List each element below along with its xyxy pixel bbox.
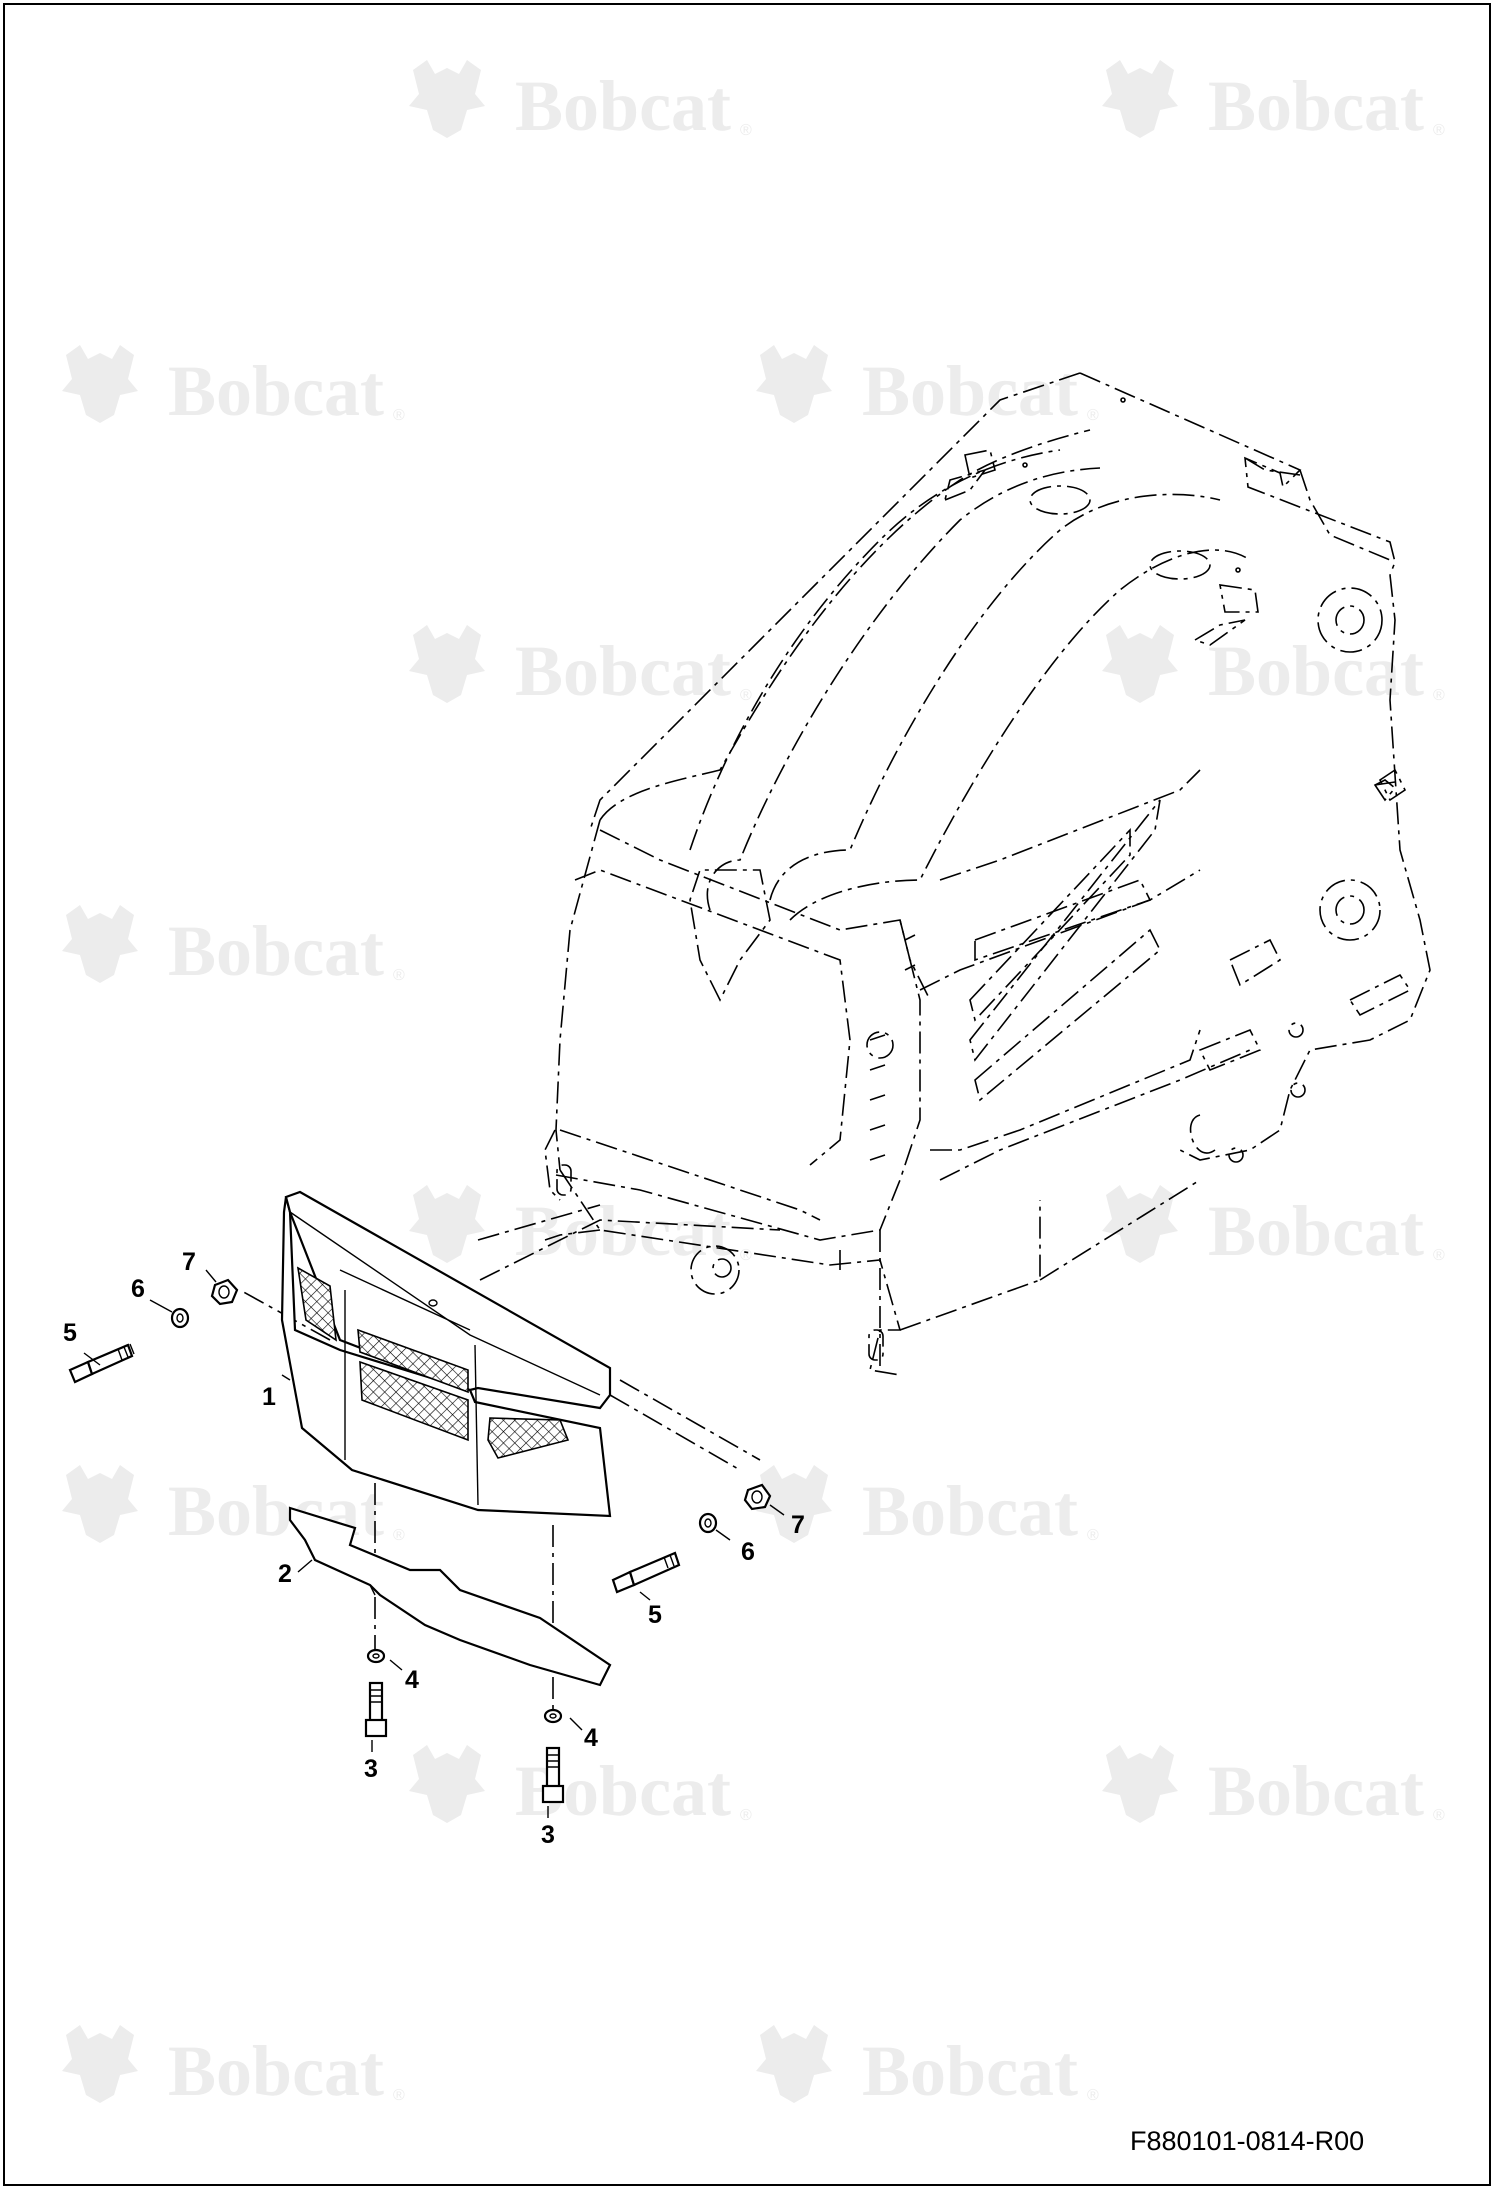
watermark-brand-text: Bobcat [862, 2031, 1078, 2111]
watermark-layer: Bobcat ® Bobcat ® Bobcat ® Bobcat ® Bobcat ® Bobca… [62, 60, 1445, 2111]
bobcat-watermark: Bobcat® [409, 1745, 752, 1831]
bobcat-logo-icon [62, 1465, 138, 1543]
bobcat-watermark: Bobcat ® [756, 2025, 1099, 2111]
bobcat-watermark: Bobcat ® [409, 625, 752, 711]
watermark-brand-text: Bobcat [1208, 631, 1424, 711]
hardware-bolt-5-left [68, 1343, 135, 1384]
watermark-registered-mark: ® [393, 967, 405, 984]
watermark-registered-mark: ® [740, 122, 752, 139]
watermark-registered-mark: ® [740, 1247, 752, 1264]
hardware-nut-7-left [210, 1278, 239, 1306]
callout-4-right: 4 [584, 1724, 598, 1752]
bobcat-logo-icon [1102, 625, 1178, 703]
watermark-brand-text: Bobcat [168, 911, 384, 991]
watermark-brand-text: Bobcat [1208, 1751, 1424, 1831]
bobcat-watermark: Bobcat ® [1102, 1185, 1445, 1271]
callout-7-right: 7 [791, 1511, 805, 1539]
watermark-registered-mark: ® [1087, 407, 1099, 424]
watermark-brand-text: Bobcat [168, 351, 384, 431]
part-2-skid-plate [288, 1506, 612, 1687]
bobcat-watermark: Bobcat ® [756, 345, 1099, 431]
bobcat-logo-icon [1102, 1745, 1178, 1823]
hardware-washer-6-left [170, 1307, 190, 1329]
callout-7-left: 7 [182, 1248, 196, 1276]
bobcat-watermark: Bobcat ® [409, 1185, 752, 1271]
leader-lines [83, 1269, 785, 1818]
bobcat-logo-icon [62, 905, 138, 983]
bobcat-logo-icon [1102, 1185, 1178, 1263]
callout-1: 1 [262, 1383, 276, 1411]
watermark-registered-mark: ® [393, 1527, 405, 1544]
callout-5-left: 5 [63, 1319, 77, 1347]
callout-6-right: 6 [741, 1538, 755, 1566]
bobcat-watermark: Bobcat ® [1102, 1745, 1445, 1831]
bobcat-logo-icon [409, 1745, 485, 1823]
watermark-registered-mark: ® [393, 2087, 405, 2104]
bobcat-watermark: Bobcat ® [409, 60, 752, 146]
hardware-washer-4-right [543, 1708, 563, 1724]
bobcat-logo-icon [756, 2025, 832, 2103]
bobcat-logo-icon [409, 1185, 485, 1263]
callout-3-left: 3 [364, 1755, 378, 1783]
callout-6-left: 6 [131, 1275, 145, 1303]
bobcat-watermark: Bobcat ® [1102, 625, 1445, 711]
watermark-brand-text: Bobcat [862, 1471, 1078, 1551]
assembly-centerlines [239, 1204, 781, 1710]
bobcat-logo-icon [62, 2025, 138, 2103]
watermark-registered-mark: ® [1433, 687, 1445, 704]
bobcat-watermark: Bobcat ® [1102, 60, 1445, 146]
hardware-bolt-5-right [611, 1551, 681, 1594]
watermark-brand-text: Bobcat [515, 1191, 731, 1271]
watermark-registered-mark: ® [1433, 1247, 1445, 1264]
hardware-nut-7-right [743, 1483, 772, 1511]
drawing-frame [3, 3, 1491, 2186]
callout-4-left: 4 [405, 1666, 419, 1694]
hardware-screw-3-right [541, 1746, 565, 1804]
part-1-front-grille [280, 1190, 612, 1518]
watermark-registered-mark: ® [1433, 122, 1445, 139]
figure-id: F880101-0814-R00 [1130, 2126, 1364, 2156]
bobcat-watermark: Bobcat ® [62, 905, 405, 991]
bobcat-logo-icon [409, 60, 485, 138]
watermark-registered-mark: ® [393, 407, 405, 424]
watermark-brand-text: Bobcat [1208, 1191, 1424, 1271]
bobcat-watermark: Bobcat ® [756, 1465, 1099, 1551]
bobcat-logo-icon [62, 345, 138, 423]
hardware-washer-4-left [366, 1648, 386, 1664]
callout-3-right: 3 [541, 1821, 555, 1849]
callout-2: 2 [278, 1560, 292, 1588]
watermark-registered-mark: ® [1087, 2087, 1099, 2104]
watermark-registered-mark: ® [1433, 1807, 1445, 1824]
watermark-brand-text: Bobcat [515, 66, 731, 146]
watermark-brand-text: Bobcat [1208, 66, 1424, 146]
hardware-screw-3-left [364, 1681, 388, 1738]
callout-5-right: 5 [648, 1601, 662, 1629]
bobcat-logo-icon [409, 625, 485, 703]
hardware-washer-6-right [698, 1512, 718, 1534]
machine-body-phantom [544, 372, 1431, 1376]
watermark-brand-text: Bobcat [168, 2031, 384, 2111]
bobcat-watermark: Bobcat ® [62, 345, 405, 431]
bobcat-logo-icon [1102, 60, 1178, 138]
watermark-registered-mark: ® [740, 687, 752, 704]
callout-labels: 1 2 3 3 4 4 5 5 6 6 7 7 [63, 1248, 805, 1849]
watermark-registered-mark: ® [1087, 1527, 1099, 1544]
watermark-registered-mark: ® [740, 1807, 752, 1824]
bobcat-watermark: Bobcat ® [62, 2025, 405, 2111]
bobcat-watermark: Bobcat® [62, 1465, 405, 1551]
watermark-brand-text: Bobcat [862, 351, 1078, 431]
watermark-brand-text: Bobcat [515, 631, 731, 711]
bobcat-logo-icon [756, 345, 832, 423]
